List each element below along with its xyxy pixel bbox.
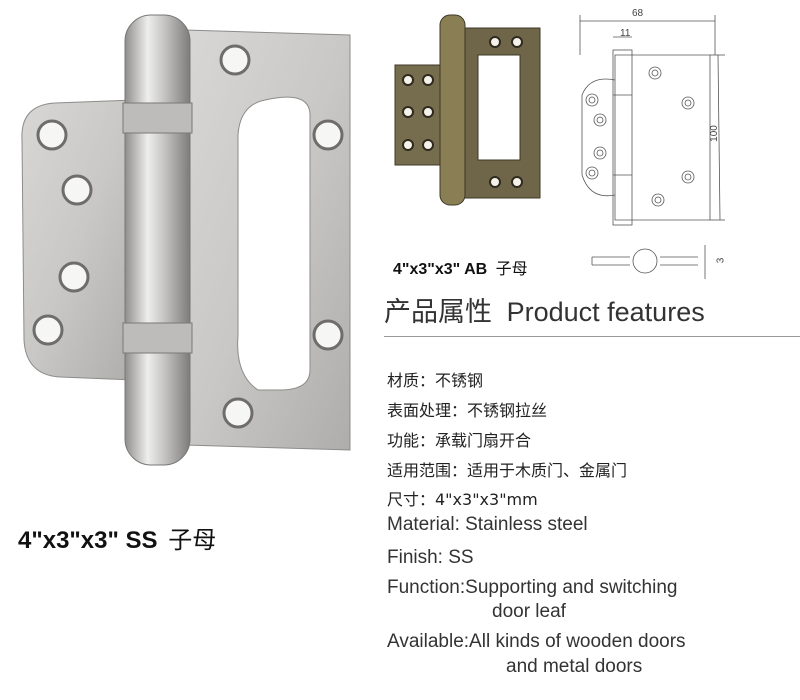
spec-available-en: Available:All kinds of wooden doors bbox=[387, 631, 686, 653]
spec-function-zh: 功能：承载门扇开合 bbox=[387, 431, 532, 450]
features-title-en: Product features bbox=[506, 297, 705, 327]
spec-finish-en: Finish: SS bbox=[387, 547, 474, 568]
spec-range-zh: 适用范围：适用于木质门、金属门 bbox=[387, 461, 628, 480]
available-line1: All kinds of wooden doors bbox=[469, 631, 686, 652]
side-view-drawing bbox=[591, 245, 706, 279]
features-title-zh: 产品属性 bbox=[384, 297, 492, 328]
function-line1: Supporting and switching bbox=[465, 577, 678, 598]
features-title: 产品属性 Product features bbox=[384, 290, 705, 329]
ab-size: 4"x3"x3" bbox=[393, 261, 461, 278]
width-dimension: 68 bbox=[632, 8, 644, 19]
antique-bronze-hinge-image bbox=[394, 14, 541, 206]
ss-type: 子母 bbox=[168, 526, 217, 554]
ss-finish: SS bbox=[125, 527, 158, 554]
available-line2: and metal doors bbox=[506, 656, 643, 677]
function-line2: door leaf bbox=[492, 601, 566, 622]
height-dimension: 100 bbox=[708, 125, 720, 142]
section-divider bbox=[384, 336, 800, 337]
thickness-dimension: 3 bbox=[715, 257, 727, 264]
ab-type: 子母 bbox=[495, 259, 528, 278]
spec-material-zh: 材质：不锈钢 bbox=[387, 371, 484, 390]
leaf-dimension: 11 bbox=[620, 28, 631, 39]
technical-drawing bbox=[579, 15, 725, 226]
spec-function-en: Function:Supporting and switching bbox=[387, 577, 677, 599]
ab-finish: AB bbox=[464, 261, 488, 278]
available-label: Available: bbox=[387, 631, 470, 652]
spec-material-en: Material: Stainless steel bbox=[387, 514, 588, 535]
function-label: Function: bbox=[387, 577, 466, 598]
ab-caption: 4"x3"x3" AB 子母 bbox=[393, 255, 528, 279]
spec-size-zh: 尺寸：4"x3"x3"mm bbox=[387, 490, 538, 509]
ss-size: 4"x3"x3" bbox=[18, 527, 119, 554]
ss-caption: 4"x3"x3" SS 子母 bbox=[18, 520, 216, 555]
stainless-hinge-image bbox=[21, 14, 351, 466]
spec-finish-zh: 表面处理：不锈钢拉丝 bbox=[387, 401, 548, 420]
